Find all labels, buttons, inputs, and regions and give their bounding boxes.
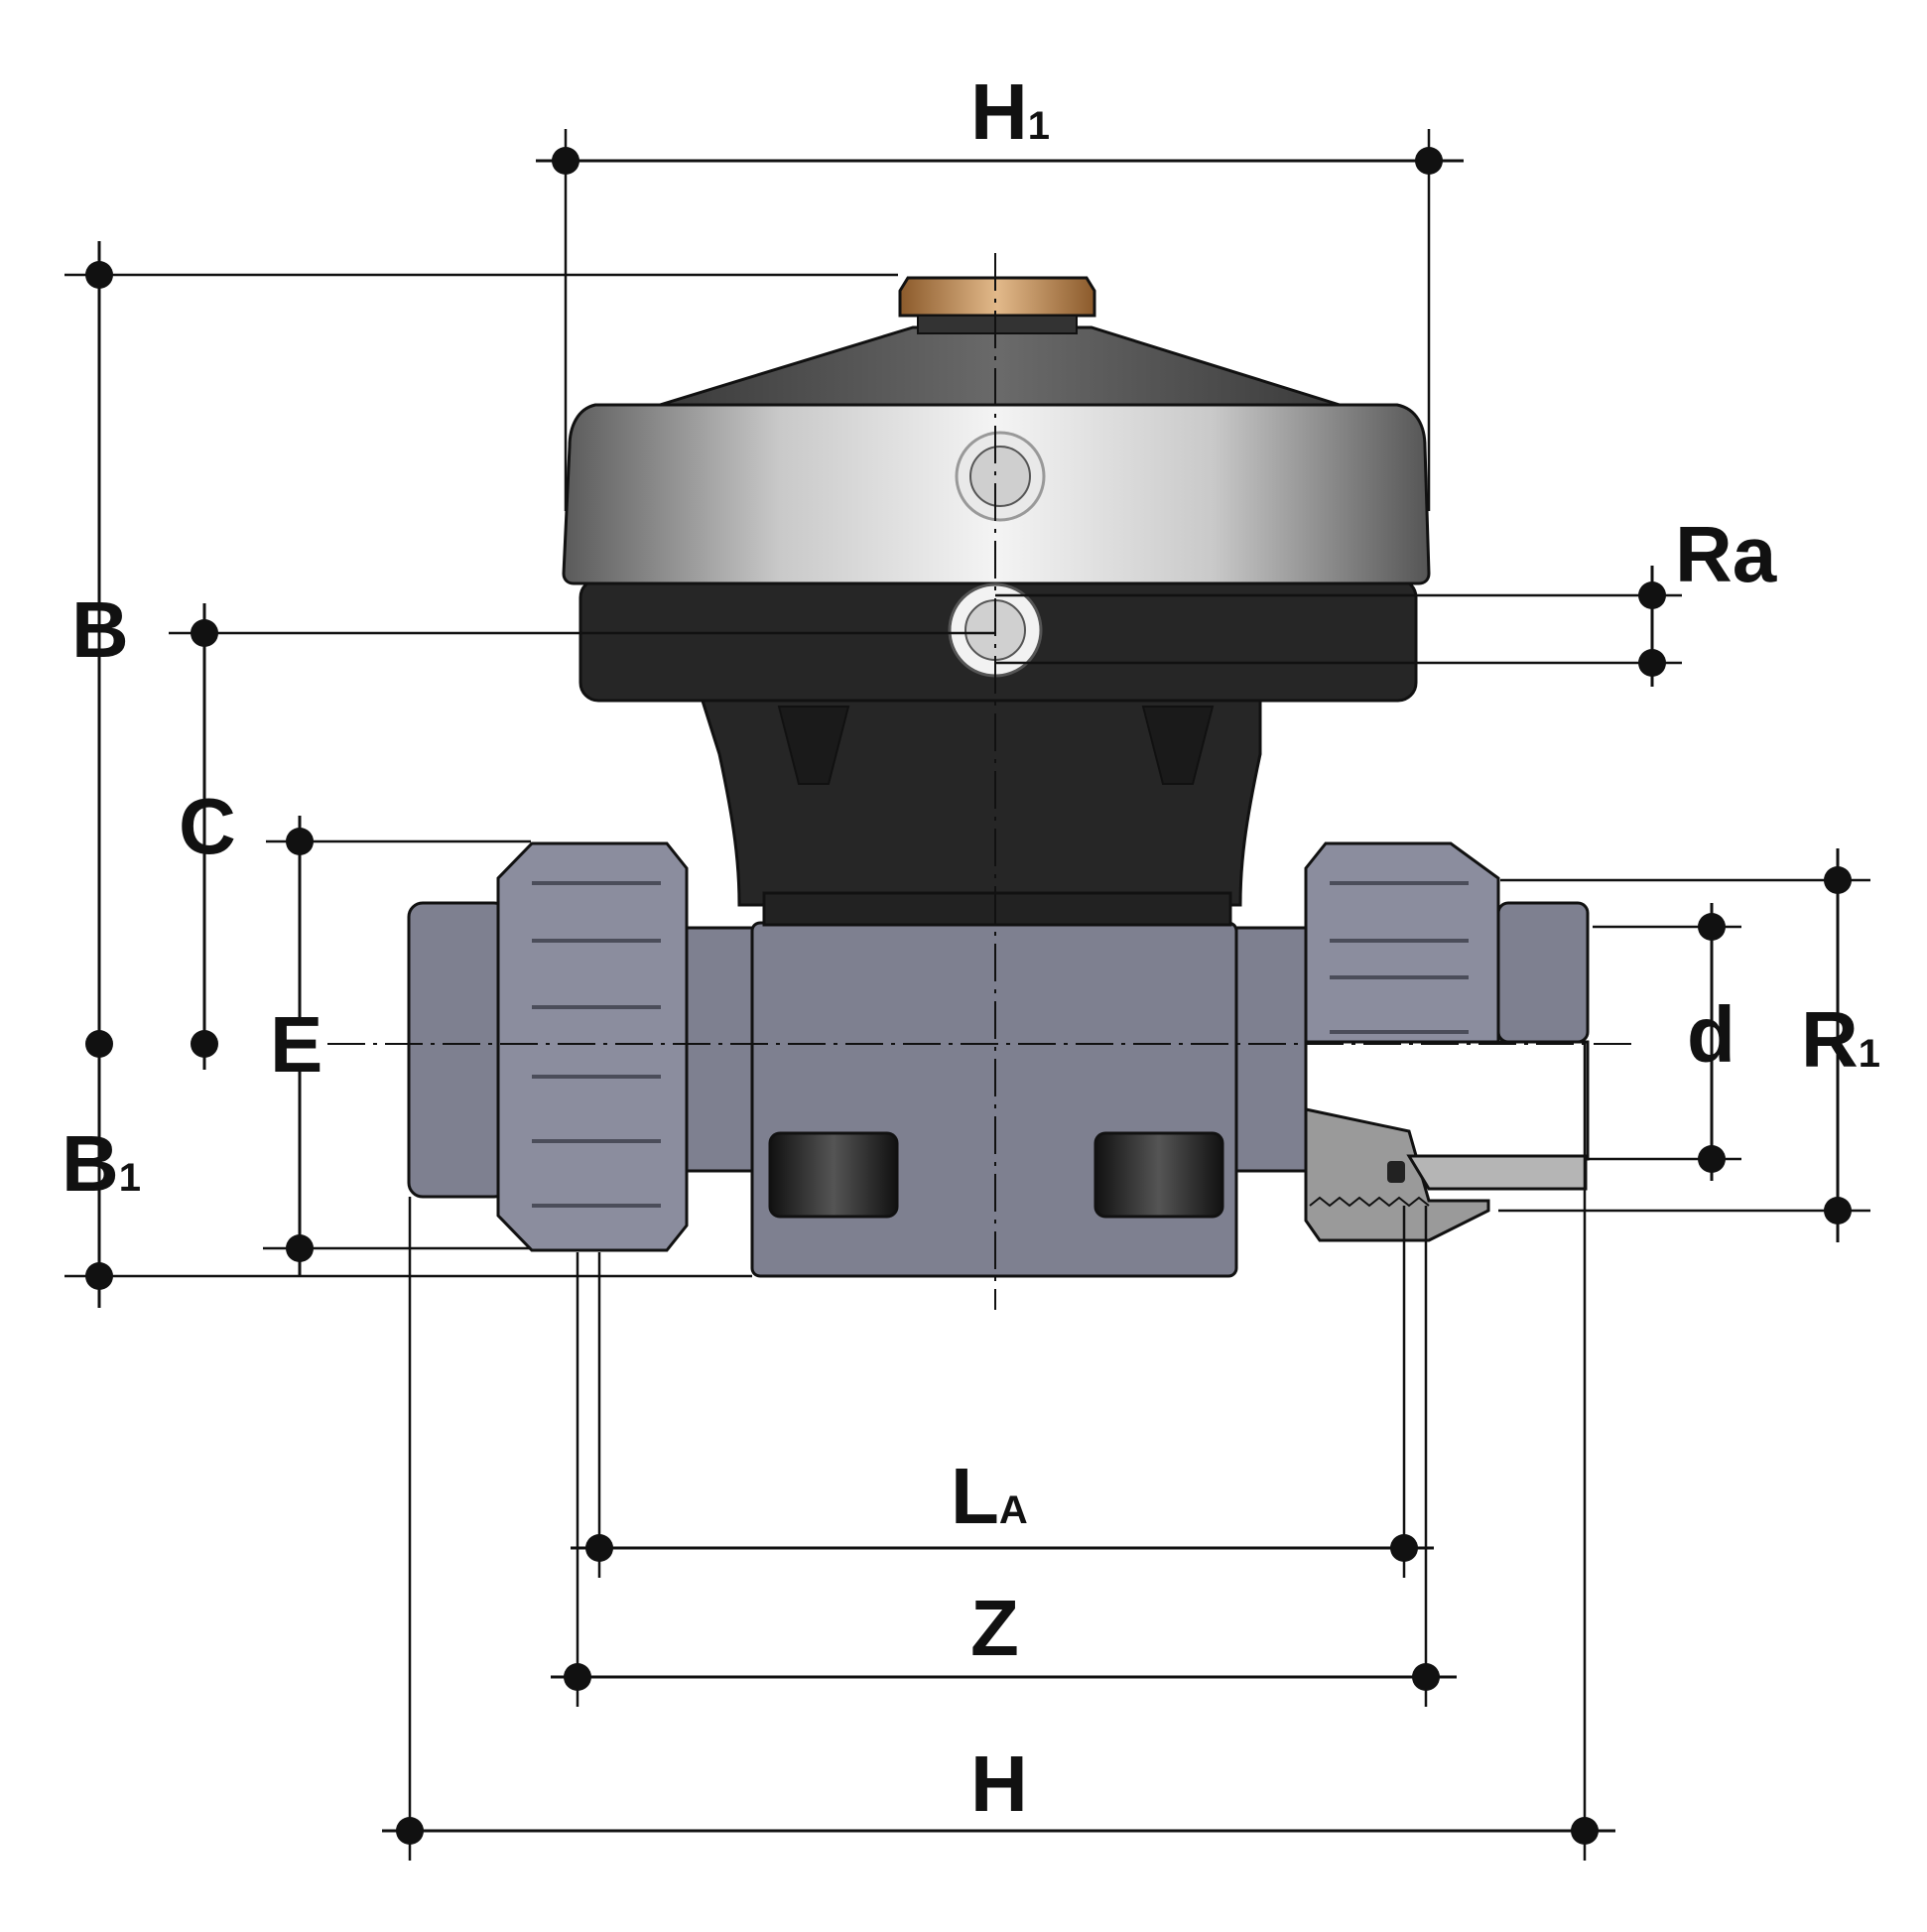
valve-illustration xyxy=(407,276,1590,1278)
label-la: LA xyxy=(951,1452,1028,1540)
right-nut-ribs xyxy=(1330,881,1469,1034)
label-d: d xyxy=(1687,990,1735,1079)
dim-d: d xyxy=(1588,903,1741,1181)
dim-h1: H1 xyxy=(536,67,1464,511)
left-neck xyxy=(685,926,758,1173)
label-c: C xyxy=(179,782,236,870)
left-union-nut xyxy=(496,841,689,1252)
dim-c: C xyxy=(169,603,995,1070)
dim-e: E xyxy=(263,816,531,1275)
label-r1: R1 xyxy=(1801,995,1880,1084)
bonnet-rib-right xyxy=(1141,706,1215,785)
dim-b1: B1 xyxy=(62,1044,752,1308)
cap-stem xyxy=(917,315,1078,334)
label-e: E xyxy=(270,1000,322,1089)
actuator-cover xyxy=(659,325,1341,407)
label-b1: B1 xyxy=(62,1119,141,1208)
label-z: Z xyxy=(970,1584,1019,1672)
dim-la: LA xyxy=(571,1206,1434,1578)
bonnet-base xyxy=(762,891,1232,927)
right-pipe-end xyxy=(1496,901,1590,1044)
label-b: B xyxy=(71,585,129,674)
label-h1: H1 xyxy=(970,67,1050,156)
left-nut-ribs xyxy=(532,881,661,1208)
brass-cap xyxy=(898,276,1096,318)
dim-b: B xyxy=(64,241,898,1070)
dim-ra: Ra xyxy=(995,510,1777,687)
body-bolt-right xyxy=(1093,1131,1224,1219)
dim-r1: R1 xyxy=(1498,848,1880,1242)
bonnet-rib-left xyxy=(777,706,850,785)
actuator-bonnet xyxy=(698,693,1262,907)
right-neck xyxy=(1234,926,1308,1173)
dim-z: Z xyxy=(551,1206,1457,1707)
label-h: H xyxy=(970,1739,1028,1828)
dim-h: H xyxy=(382,1042,1615,1861)
upper-port xyxy=(955,431,1046,522)
label-ra: Ra xyxy=(1675,510,1777,598)
center-axes xyxy=(327,253,1637,1310)
left-pipe-end xyxy=(407,901,510,1199)
body-bolt-left xyxy=(768,1131,899,1219)
